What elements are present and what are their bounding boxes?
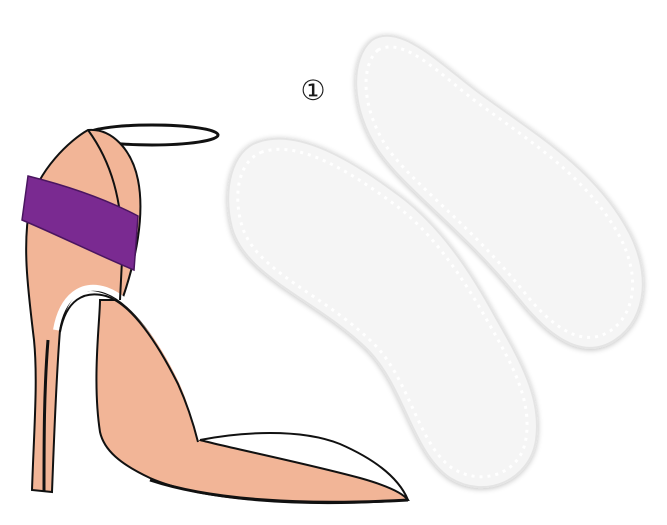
step-number-label: ①	[296, 74, 330, 108]
